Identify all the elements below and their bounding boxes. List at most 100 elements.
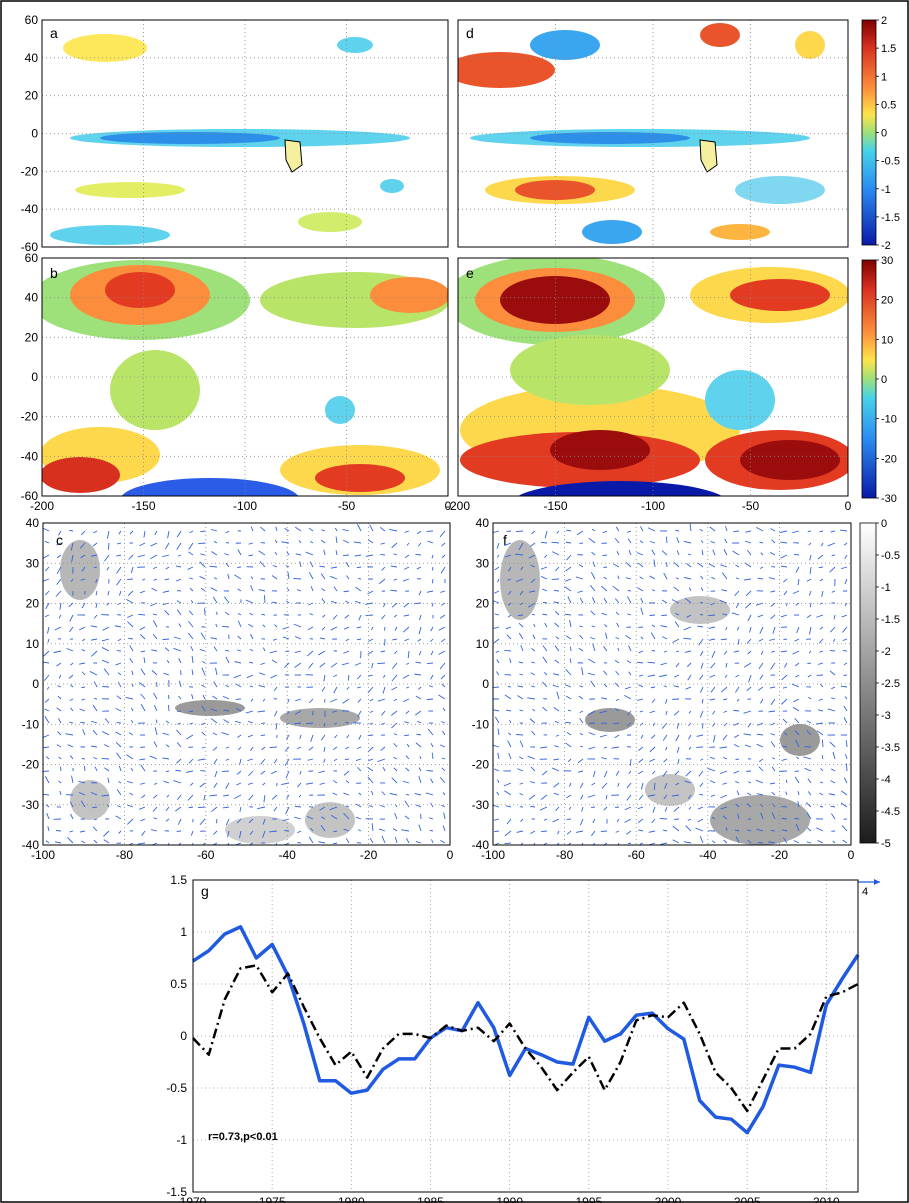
panel-border-f: [492, 522, 852, 846]
wind-vector: [102, 731, 110, 736]
wind-vector: [617, 647, 620, 652]
wind-vector: [358, 614, 362, 621]
wind-vector: [709, 526, 716, 532]
wind-vector: [831, 590, 836, 593]
wind-vector: [629, 758, 632, 766]
wind-vector: [393, 698, 398, 702]
wind-vector: [307, 758, 314, 761]
wind-vector: [391, 662, 398, 670]
wind-vector: [150, 554, 158, 560]
wind-vector: [175, 565, 182, 568]
wind-vector: [808, 650, 812, 654]
wind-vector: [165, 566, 170, 570]
wind-vector: [746, 638, 752, 644]
wind-vector: [357, 698, 362, 703]
wind-vector: [840, 802, 848, 808]
wind-vector: [163, 780, 170, 784]
colorbar-ticks-cb1: 21.510.50-0.5-1-1.5-2: [876, 15, 900, 252]
wind-vector: [711, 650, 716, 658]
wind-vector: [544, 622, 548, 628]
wind-vector: [116, 752, 122, 760]
wind-vector: [794, 638, 800, 642]
wind-vector: [224, 611, 230, 616]
wind-vector: [404, 815, 410, 820]
wind-vector: [391, 602, 398, 608]
x-tick-label: -50: [742, 499, 760, 513]
wind-vector: [249, 830, 254, 835]
wind-vector: [213, 782, 218, 789]
wind-vector: [688, 587, 692, 592]
wind-vector: [648, 830, 656, 833]
wind-vector: [391, 777, 398, 784]
wind-vector: [319, 782, 326, 785]
panel-label-e: e: [466, 265, 474, 281]
wind-vector: [722, 613, 728, 616]
wind-vector: [604, 624, 608, 628]
y-tick-label: -30: [472, 798, 490, 812]
wind-vector: [319, 806, 326, 811]
wind-vector: [638, 770, 644, 775]
wind-vector: [638, 650, 644, 654]
wind-vector: [233, 794, 242, 799]
wind-vector: [505, 805, 512, 808]
wind-vector: [187, 566, 194, 570]
wind-vector: [821, 755, 824, 760]
wind-vector: [426, 698, 434, 701]
wind-vector: [239, 830, 242, 839]
wind-vector: [496, 554, 500, 558]
wind-vector: [569, 619, 572, 628]
wind-vector: [346, 686, 350, 690]
y-tick-label: 20: [476, 597, 490, 611]
wind-vector: [652, 806, 656, 813]
wind-vector: [638, 758, 644, 764]
y-tick-label: 0: [32, 677, 39, 691]
wind-vector: [284, 746, 290, 752]
wind-vector: [756, 743, 764, 748]
wind-vector: [418, 767, 422, 772]
wind-vector: [428, 685, 434, 688]
wind-vector: [261, 613, 266, 616]
wind-vector: [601, 585, 608, 592]
wind-vector: [616, 550, 620, 556]
wind-vector: [237, 746, 242, 751]
wind-vector: [191, 655, 194, 664]
wind-vector: [406, 662, 410, 665]
wind-vector: [286, 794, 290, 799]
wind-vector: [543, 818, 548, 821]
wind-vector: [365, 614, 374, 617]
wind-vector: [197, 758, 206, 761]
anomaly-field-d: [458, 23, 825, 244]
wind-vector: [735, 781, 740, 784]
wind-vector: [687, 553, 692, 556]
wind-vector: [83, 765, 86, 772]
wind-vector: [299, 561, 302, 568]
wind-vector: [687, 674, 692, 681]
wind-vector: [565, 742, 572, 748]
wind-vector: [188, 758, 194, 764]
wind-vector: [225, 818, 230, 826]
wind-vector: [709, 780, 716, 784]
wind-vector: [225, 530, 230, 534]
wind-vector: [756, 733, 764, 736]
wind-vector: [711, 576, 716, 580]
wind-vector: [840, 529, 848, 532]
wind-vector: [167, 705, 170, 712]
wind-vector: [321, 588, 326, 592]
wind-vector: [343, 813, 350, 820]
wind-vector: [818, 698, 824, 701]
colorbar-tick-label: -1.5: [881, 614, 900, 626]
wind-vector: [115, 741, 122, 748]
wind-vector: [425, 792, 434, 796]
wind-vector: [757, 577, 764, 580]
wind-vector: [509, 719, 512, 724]
wind-vector: [683, 637, 692, 640]
colorbar-tick-label: -20: [881, 453, 897, 465]
wind-vector: [441, 757, 446, 760]
wind-vector: [139, 758, 146, 761]
wind-vector: [131, 720, 134, 724]
wind-vector: [202, 660, 206, 664]
wind-vector: [804, 767, 812, 772]
wind-vector: [262, 782, 266, 786]
wind-vector: [221, 732, 230, 736]
wind-vector: [131, 670, 134, 676]
